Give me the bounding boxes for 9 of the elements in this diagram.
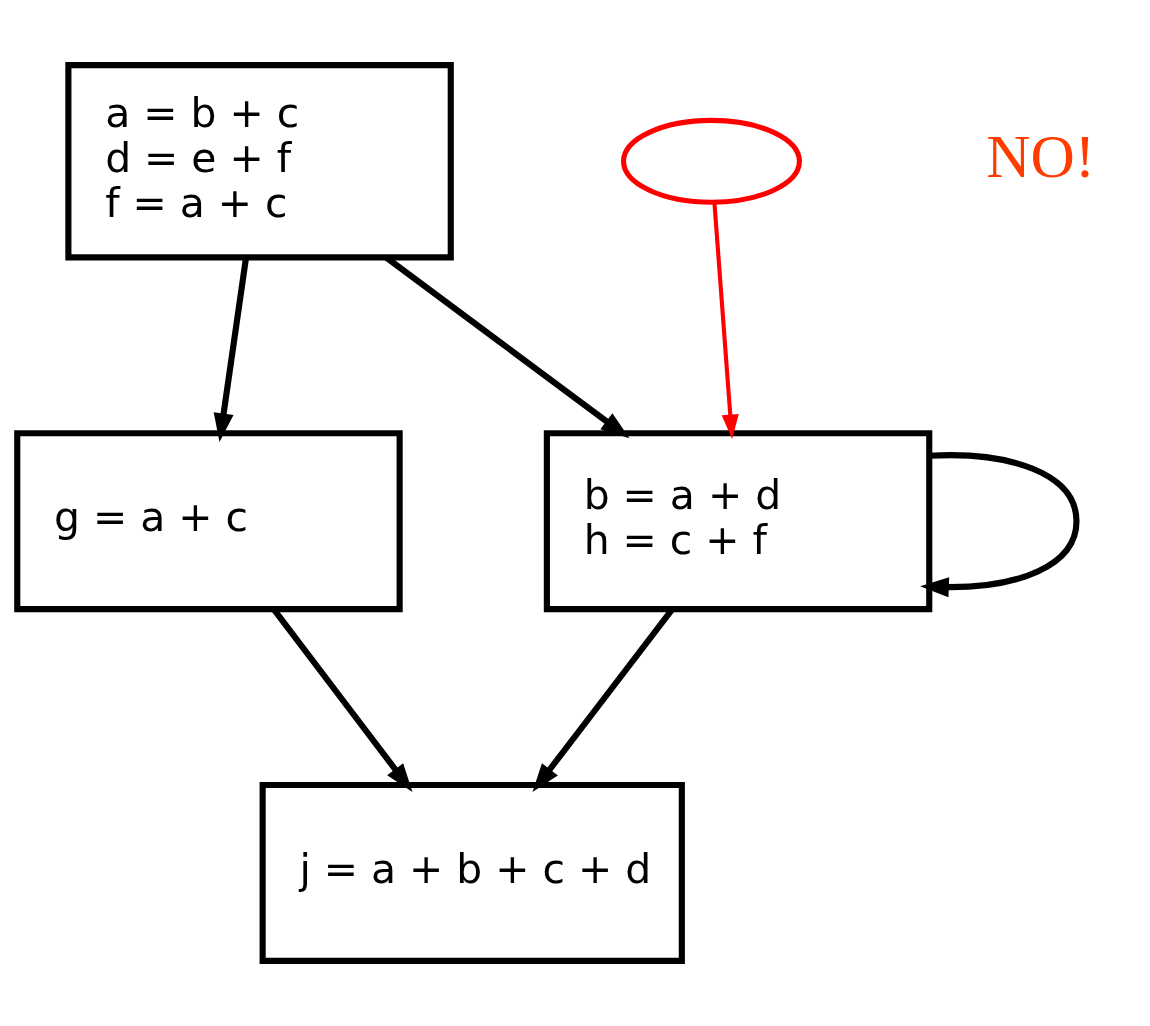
node-circle <box>620 117 802 205</box>
arrow <box>919 452 1080 598</box>
node-box: j = a + b + c + d <box>259 781 685 964</box>
arrow <box>213 257 249 442</box>
node-box: g = a + c <box>13 430 403 613</box>
node-box: a = b + c d = e + f f = a + c <box>64 62 454 261</box>
arrow <box>711 202 739 440</box>
node-box: b = a + d h = c + f <box>543 430 932 613</box>
label: NO! <box>985 121 1095 190</box>
